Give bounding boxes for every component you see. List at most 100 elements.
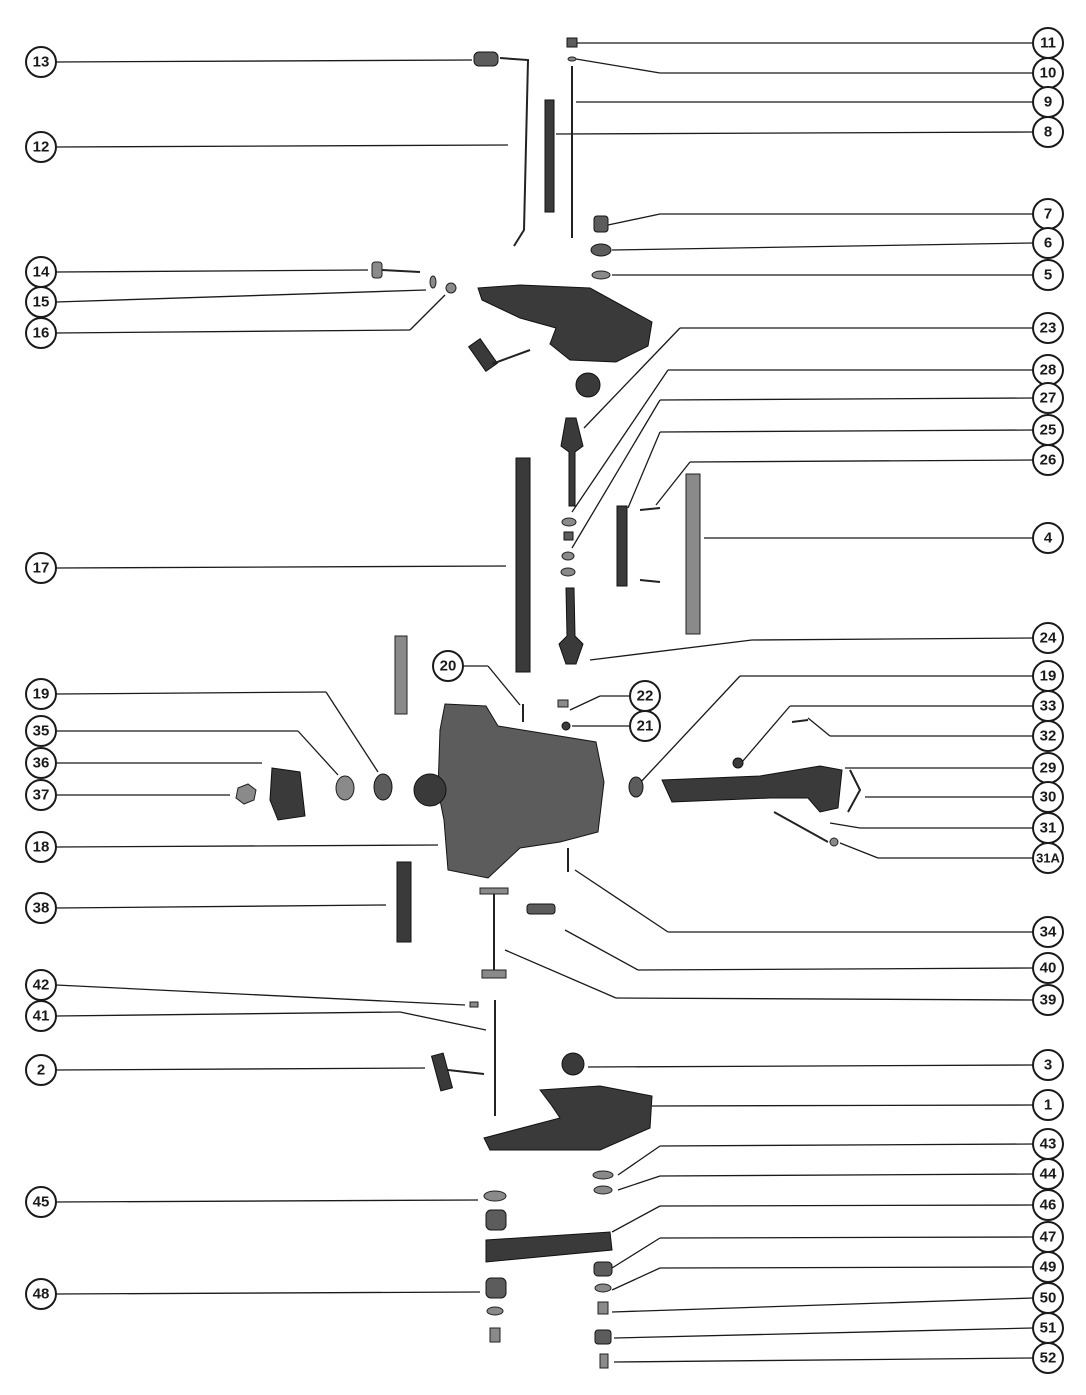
callout-label: 4 [1044,530,1053,547]
ring-35 [335,775,355,801]
tube-upper-left [394,635,408,715]
callout-3: 3 [1032,1049,1064,1081]
callout-32: 32 [1032,720,1064,752]
callout-label: 19 [1040,668,1057,685]
screw-32 [791,719,809,723]
callout-16: 16 [25,317,57,349]
callout-label: 31 [1040,820,1057,837]
callout-26: 26 [1032,444,1064,476]
callout-label: 46 [1040,1197,1057,1214]
nut-37 [235,783,257,805]
callout-label: 15 [33,294,50,311]
tube-38 [396,861,412,943]
bushing-6 [590,243,612,257]
callout-44: 44 [1032,1158,1064,1190]
callout-label: 27 [1040,390,1057,407]
callout-label: 44 [1040,1166,1057,1183]
callout-8: 8 [1032,116,1064,148]
callout-label: 45 [33,1194,50,1211]
callout-49: 49 [1032,1251,1064,1283]
callout-42: 42 [25,969,57,1001]
callout-46: 46 [1032,1189,1064,1221]
callout-22: 22 [629,680,661,712]
ring-28 [561,517,577,527]
callout-label: 42 [33,977,50,994]
callout-label: 10 [1040,65,1057,82]
shaft-17 [515,457,531,673]
pin-23 [560,417,584,507]
callout-label: 23 [1040,320,1057,337]
nut-16 [445,282,457,294]
thumb-screw-upper [467,338,531,372]
callout-6: 6 [1032,227,1064,259]
callout-33: 33 [1032,690,1064,722]
bushing-7 [593,215,609,233]
callout-label: 8 [1044,124,1052,141]
sleeve-25 [616,505,628,587]
callout-14: 14 [25,256,57,288]
callout-label: 47 [1040,1229,1057,1246]
callout-label: 17 [33,560,50,577]
callout-label: 49 [1040,1259,1057,1276]
grommet-upper [575,372,601,398]
callout-9: 9 [1032,86,1064,118]
callout-25: 25 [1032,414,1064,446]
callout-40: 40 [1032,952,1064,984]
callout-35: 35 [25,715,57,747]
callout-1: 1 [1032,1089,1064,1121]
callout-label: 19 [33,686,50,703]
plate-30 [847,769,862,813]
callout-label: 43 [1040,1136,1057,1153]
callout-label: 1 [1044,1097,1052,1114]
parts-illustration [235,37,862,1369]
callout-label: 20 [440,658,457,675]
callout-label: 31A [1036,851,1060,866]
callout-47: 47 [1032,1221,1064,1253]
callout-label: 13 [33,54,50,71]
callout-4: 4 [1032,522,1064,554]
bushing-47 [593,1261,613,1277]
callout-52: 52 [1032,1342,1064,1374]
washer-48b [486,1306,504,1316]
callout-label: 41 [33,1008,50,1025]
washer-44 [593,1185,613,1195]
washer-15 [429,275,437,289]
nut-31A [829,837,839,847]
callout-37: 37 [25,779,57,811]
callout-label: 33 [1040,698,1057,715]
callout-label: 6 [1044,235,1052,252]
leader-lines [55,42,1034,1363]
callout-label: 34 [1040,924,1057,941]
callout-28: 28 [1032,354,1064,386]
callout-12: 12 [25,131,57,163]
callout-29: 29 [1032,752,1064,784]
cotter-26 [639,507,661,583]
callout-label: 30 [1040,789,1057,806]
bushing-48 [485,1277,507,1299]
callout-label: 18 [33,839,50,856]
washer-43 [592,1170,614,1180]
callout-15: 15 [25,286,57,318]
lower-bracket-1 [483,1085,653,1151]
callout-label: 5 [1044,267,1052,284]
cap-22 [557,699,569,708]
callout-48: 48 [25,1278,57,1310]
callout-label: 9 [1044,94,1052,111]
callout-label: 2 [37,1062,45,1079]
callout-13: 13 [25,46,57,78]
callout-label: 7 [1044,206,1052,223]
callout-label: 52 [1040,1350,1057,1367]
washer-33 [732,757,744,769]
callout-34: 34 [1032,916,1064,948]
bushing-45b [485,1209,507,1231]
callout-label: 25 [1040,422,1057,439]
callout-50: 50 [1032,1282,1064,1314]
fitting-21 [561,721,571,731]
spring-40 [526,903,556,915]
callout-label: 40 [1040,960,1057,977]
bracket-36 [269,767,306,821]
ring-27b [560,551,576,577]
bushing-19-right [628,776,644,798]
callout-label: 36 [33,755,50,772]
